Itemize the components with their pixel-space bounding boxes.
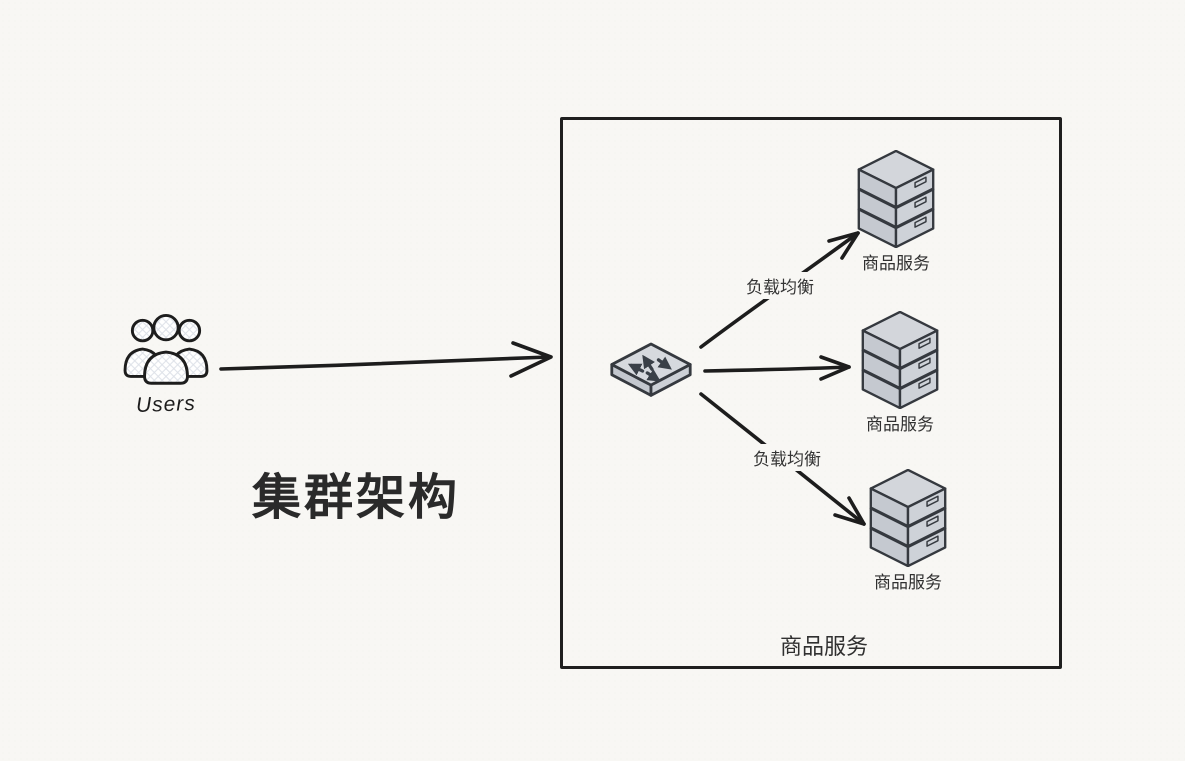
server-stack-icon bbox=[869, 469, 947, 567]
server-group-2: 商品服务 bbox=[850, 311, 950, 435]
switch-icon bbox=[610, 342, 692, 397]
users-label: Users bbox=[135, 391, 197, 418]
users-icon bbox=[123, 314, 209, 385]
server-label: 商品服务 bbox=[866, 415, 934, 434]
cluster-box-label: 商品服务 bbox=[779, 634, 869, 659]
cluster-box bbox=[560, 117, 1062, 669]
arrow-users-to-lb bbox=[219, 341, 553, 378]
server-group-3: 商品服务 bbox=[858, 469, 958, 593]
server-stack-icon bbox=[861, 311, 939, 409]
load-balancer-group bbox=[609, 341, 693, 408]
server-label: 商品服务 bbox=[862, 254, 930, 273]
label-load-balancing-top: 负载均衡 bbox=[742, 272, 818, 299]
server-group-1: 商品服务 bbox=[846, 150, 946, 274]
server-label: 商品服务 bbox=[874, 573, 942, 592]
users-group: Users bbox=[114, 314, 218, 417]
diagram-title: 集群架构 bbox=[252, 471, 461, 525]
label-load-balancing-bottom: 负载均衡 bbox=[749, 444, 825, 471]
server-stack-icon bbox=[857, 150, 935, 248]
